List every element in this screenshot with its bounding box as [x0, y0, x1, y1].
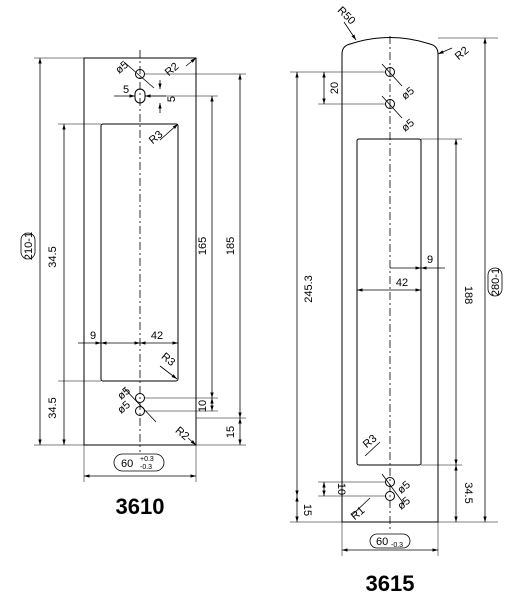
dim-3610-bottom-15: 15: [225, 426, 237, 438]
dim-3610-height-185: 185: [225, 237, 237, 255]
dim-3610-slot-offset-lower: 34.5: [47, 397, 59, 418]
slot-3615: [356, 138, 422, 466]
dim-3615-hole-spacing-10: 10: [335, 483, 347, 495]
dim-3615-top-radius: R50: [335, 4, 358, 27]
dim-3610-offset-5-vertical: 5: [166, 96, 178, 102]
dim-3610-slot-gap-9: 9: [90, 330, 96, 342]
dim-3615-hole-spacing-20: 20: [329, 82, 341, 94]
dim-3610-overall-length: 210-1: [23, 232, 35, 260]
dim-3615-width: 60: [376, 536, 388, 548]
dim-3610-height-165: 165: [197, 237, 209, 255]
dim-3615-bottom-15: 15: [301, 504, 313, 516]
dim-3615-bottom-34-5: 34.5: [462, 482, 474, 503]
hole-3610-top-1: [135, 69, 145, 79]
title-3610: 3610: [116, 494, 165, 519]
dim-3610-hole-spacing-10: 10: [197, 400, 209, 412]
dim-3610-slot-offset-upper: 34.5: [47, 246, 59, 267]
dim-3615-overall-length: 280-1: [490, 268, 502, 296]
hole-3610-bottom-2: [135, 406, 145, 416]
dim-3610-width: 60: [121, 458, 133, 470]
dim-3610-slot-width-42: 42: [151, 330, 163, 342]
dim-3615-corner-radius: R2: [453, 45, 471, 63]
dim-3615-height-188: 188: [462, 286, 474, 304]
hole-3610-bottom-1: [135, 393, 145, 403]
drawing-3610: 210-1 34.5 34.5 R2 ø5 5 5 R3 165 185: [20, 50, 246, 519]
dim-3610-offset-5-horizontal: 5: [123, 84, 129, 96]
slot-3610: [100, 123, 179, 382]
dim-3615-width-tol: -0.3: [391, 542, 403, 549]
dim-3610-width-tol-lower: -0.3: [140, 464, 152, 471]
title-3615: 3615: [366, 571, 415, 596]
drawing-3615: R50 R2 280-1 ø5 ø5 20 245.3 9 42: [290, 4, 503, 596]
dim-3615-height-245-3: 245.3: [303, 275, 315, 303]
dim-3610-width-tol-upper: +0.3: [140, 456, 154, 463]
dim-3615-slot-gap-9: 9: [427, 254, 433, 266]
dim-3615-slot-width-42: 42: [396, 277, 408, 289]
